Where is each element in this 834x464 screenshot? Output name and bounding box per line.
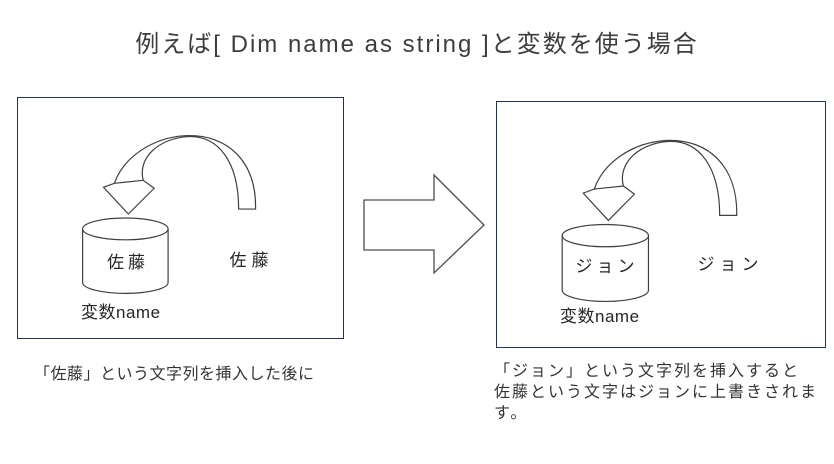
curved-insert-arrow-icon xyxy=(113,135,257,210)
caption-after: 「ジョン」という文字列を挿入すると 佐藤という文字はジョンに上書きされま す。 xyxy=(494,361,818,424)
caption-line: す。 xyxy=(494,405,529,422)
panel-after-diagram xyxy=(561,139,738,303)
panel-before: 佐藤 佐藤 変数name xyxy=(17,97,344,339)
cylinder-top-icon xyxy=(82,217,169,241)
caption-line: 「ジョン」という文字列を挿入すると xyxy=(494,363,801,380)
transition-arrow-icon xyxy=(363,173,485,275)
cylinder-value-label: 佐藤 xyxy=(107,253,149,272)
curved-arrow-head-icon xyxy=(582,185,636,222)
caption-line: 「佐藤」という文字列を挿入した後に xyxy=(34,366,315,383)
panel-after: ジョン ジョン 変数name xyxy=(496,101,826,348)
incoming-value-label: 佐藤 xyxy=(229,251,274,270)
cylinder-value-label: ジョン xyxy=(575,257,639,276)
caption-before: 「佐藤」という文字列を挿入した後に xyxy=(34,360,315,384)
panel-before-diagram xyxy=(82,135,257,294)
incoming-value-label: ジョン xyxy=(697,255,764,274)
variable-name-label: 変数name xyxy=(560,307,640,326)
page-title: 例えば[ Dim name as string ]と変数を使う場合 xyxy=(135,31,699,58)
curved-arrow-head-icon xyxy=(102,179,156,215)
curved-insert-arrow-icon xyxy=(593,139,738,216)
cylinder-body-icon xyxy=(82,228,169,294)
cylinder-body-icon xyxy=(561,235,650,303)
caption-line: 佐藤という文字はジョンに上書きされま xyxy=(494,384,819,401)
cylinder-top-icon xyxy=(561,223,650,248)
variable-name-label: 変数name xyxy=(81,303,161,322)
